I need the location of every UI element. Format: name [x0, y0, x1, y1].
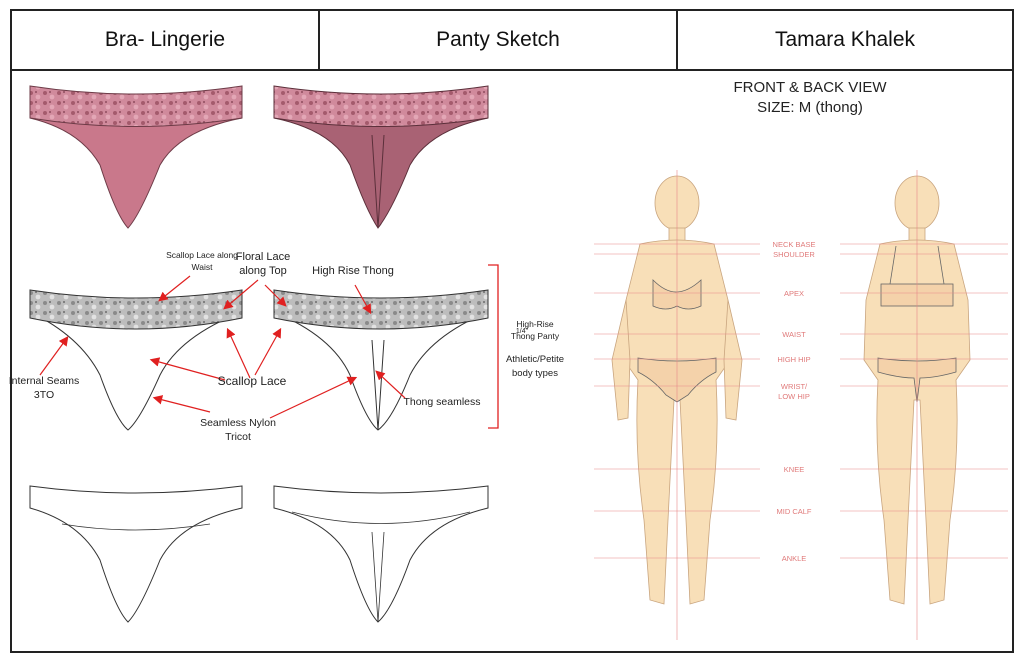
label-scallop-waist-1: Scallop Lace along [166, 250, 238, 260]
view-title: FRONT & BACK VIEW [733, 79, 887, 96]
pink-panty-front [29, 85, 243, 229]
label-scallop-waist-2: Waist [192, 262, 214, 272]
header-designer: Tamara Khalek [676, 11, 1012, 69]
label-floral-1: Floral Lace [236, 251, 290, 263]
size-title: SIZE: M (thong) [757, 99, 863, 116]
outline-panty-front [29, 485, 243, 623]
header-title: Panty Sketch [318, 11, 676, 69]
annotation-arrows [39, 275, 406, 419]
size-bracket [488, 264, 499, 429]
grey-panty-back [273, 289, 489, 431]
header-category: Bra- Lingerie [104, 28, 226, 51]
measure-apex: APEX [784, 289, 804, 298]
measure-mid-calf: MID CALF [776, 507, 811, 516]
bracket-overlap-label: 1/4" [516, 328, 529, 335]
bracket-label-2: Thong Panty [511, 331, 560, 341]
measure-shoulder: SHOULDER [773, 250, 815, 259]
grey-panty-front [29, 289, 243, 431]
pink-panty-back [273, 85, 489, 229]
label-internal-2: 3TO [34, 389, 54, 401]
measure-knee: KNEE [784, 465, 804, 474]
header-row: Bra- Lingerie Panty Sketch Tamara Khalek [10, 9, 1014, 71]
measure-ankle: ANKLE [782, 554, 807, 563]
measurement-guides [594, 170, 1008, 640]
label-internal-1: Internal Seams [9, 375, 80, 387]
label-thong-seamless: Thong seamless [403, 396, 480, 408]
measure-low-hip: LOW HIP [778, 392, 810, 401]
label-high-rise: High Rise Thong [312, 265, 394, 277]
bracket-label-4: body types [512, 368, 558, 379]
measure-wrist: WRIST/ [781, 382, 808, 391]
measure-waist: WAIST [782, 330, 806, 339]
label-nylon-2: Tricot [225, 431, 251, 443]
measure-high-hip: HIGH HIP [777, 355, 810, 364]
label-floral-2: along Top [239, 265, 287, 277]
bracket-label-1: High-Rise [516, 319, 554, 329]
measure-neck-base: NECK BASE [773, 240, 816, 249]
label-scallop-lace: Scallop Lace [218, 374, 287, 388]
outline-panty-back [273, 485, 489, 623]
label-nylon-1: Seamless Nylon [200, 417, 276, 429]
bracket-label-3: Athletic/Petite [506, 354, 564, 365]
